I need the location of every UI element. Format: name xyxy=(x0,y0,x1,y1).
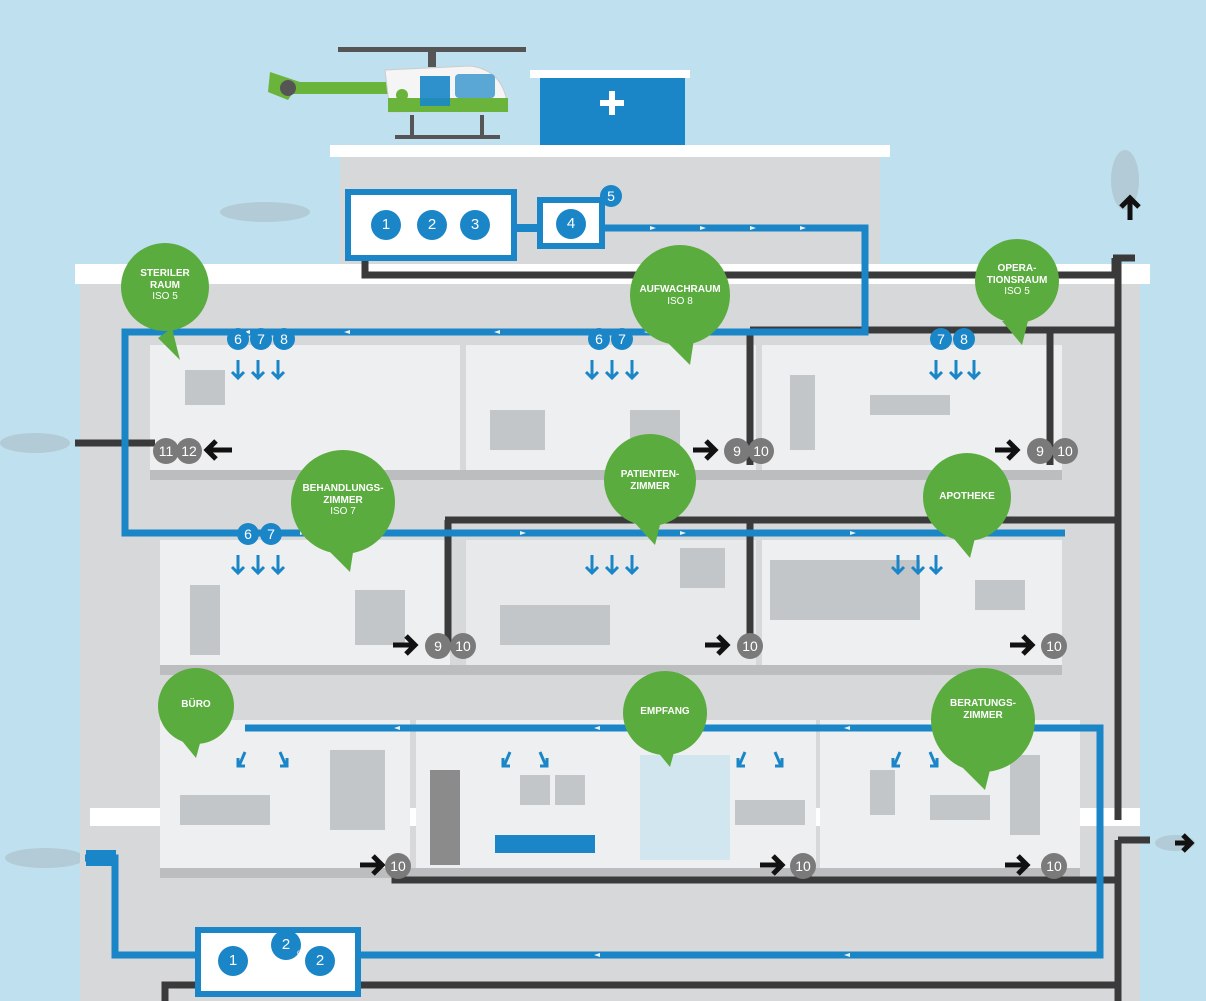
roof-unit-1: 1 xyxy=(371,210,401,240)
exhaust-label: 10 xyxy=(1041,853,1067,879)
filter-label: 6 xyxy=(588,328,610,350)
filter-label: 8 xyxy=(273,328,295,350)
room-class: ISO 5 xyxy=(1004,286,1030,297)
exhaust-label: 9 xyxy=(1027,438,1053,464)
room-title: BEHANDLUNGS- ZIMMER xyxy=(302,483,384,506)
basement-unit-2a: 2 xyxy=(271,930,301,960)
room-class: ISO 8 xyxy=(667,295,693,307)
exhaust-label: 10 xyxy=(737,633,763,659)
roof-unit-4: 4 xyxy=(556,209,586,239)
basement-unit-1: 1 xyxy=(218,946,248,976)
filter-label: 7 xyxy=(260,523,282,545)
exhaust-label: 11 xyxy=(153,438,179,464)
basement-oder-label: oder xyxy=(297,948,314,957)
room-pins xyxy=(121,239,1059,790)
exhaust-label: 12 xyxy=(176,438,202,464)
basement-unit-2b: 2 xyxy=(305,946,335,976)
pin-steriler-raum: STERILER RAUM ISO 5 xyxy=(113,268,217,303)
room-title: EMPFANG xyxy=(640,706,690,717)
pin-operationsraum: OPERA- TIONSRAUM ISO 5 xyxy=(965,263,1069,298)
exhaust-label: 9 xyxy=(425,633,451,659)
room-title: APOTHEKE xyxy=(939,491,995,502)
exhaust-label: 10 xyxy=(1041,633,1067,659)
helicopter-icon xyxy=(268,47,526,139)
filter-label: 6 xyxy=(237,523,259,545)
roof-badge-5: 5 xyxy=(600,185,622,207)
room-class: ISO 5 xyxy=(152,291,178,302)
exhaust-label: 10 xyxy=(385,853,411,879)
pin-behandlungszimmer: BEHANDLUNGS- ZIMMER ISO 7 xyxy=(291,483,395,518)
filter-label: 7 xyxy=(930,328,952,350)
roof-cross-sign xyxy=(530,70,690,146)
room-title: BERATUNGS- ZIMMER xyxy=(950,698,1016,721)
filter-label: 7 xyxy=(611,328,633,350)
room-title: AUFWACHRAUM xyxy=(639,284,721,295)
filter-label: 7 xyxy=(250,328,272,350)
diffuser-arrows xyxy=(230,360,982,768)
furniture xyxy=(180,370,1040,853)
roof-ledge xyxy=(330,145,890,157)
exhaust-label: 10 xyxy=(748,438,774,464)
pin-apotheke: APOTHEKE xyxy=(915,491,1019,503)
pin-beratungszimmer: BERATUNGS- ZIMMER xyxy=(931,698,1035,721)
roof-unit-2: 2 xyxy=(417,210,447,240)
room-title: PATIENTEN- ZIMMER xyxy=(620,469,680,492)
exhaust-haze xyxy=(0,150,1195,868)
exhaust-label: 9 xyxy=(724,438,750,464)
room-title: OPERA- TIONSRAUM xyxy=(986,263,1048,286)
exhaust-label: 10 xyxy=(1052,438,1078,464)
pin-buero: BÜRO xyxy=(144,699,248,711)
filter-label: 6 xyxy=(227,328,249,350)
exhaust-arrows xyxy=(203,194,1195,876)
room-class: ISO 7 xyxy=(330,506,356,517)
filter-label: 8 xyxy=(953,328,975,350)
pin-empfang: EMPFANG xyxy=(613,706,717,718)
exhaust-label: 10 xyxy=(790,853,816,879)
roof-unit-3: 3 xyxy=(460,210,490,240)
pin-aufwachraum: AUFWACHRAUM ISO 8 xyxy=(628,284,732,307)
room-title: BÜRO xyxy=(181,699,211,710)
pin-patientenzimmer: PATIENTEN- ZIMMER xyxy=(598,469,702,492)
room-title: STERILER RAUM xyxy=(140,268,190,291)
exhaust-label: 10 xyxy=(450,633,476,659)
